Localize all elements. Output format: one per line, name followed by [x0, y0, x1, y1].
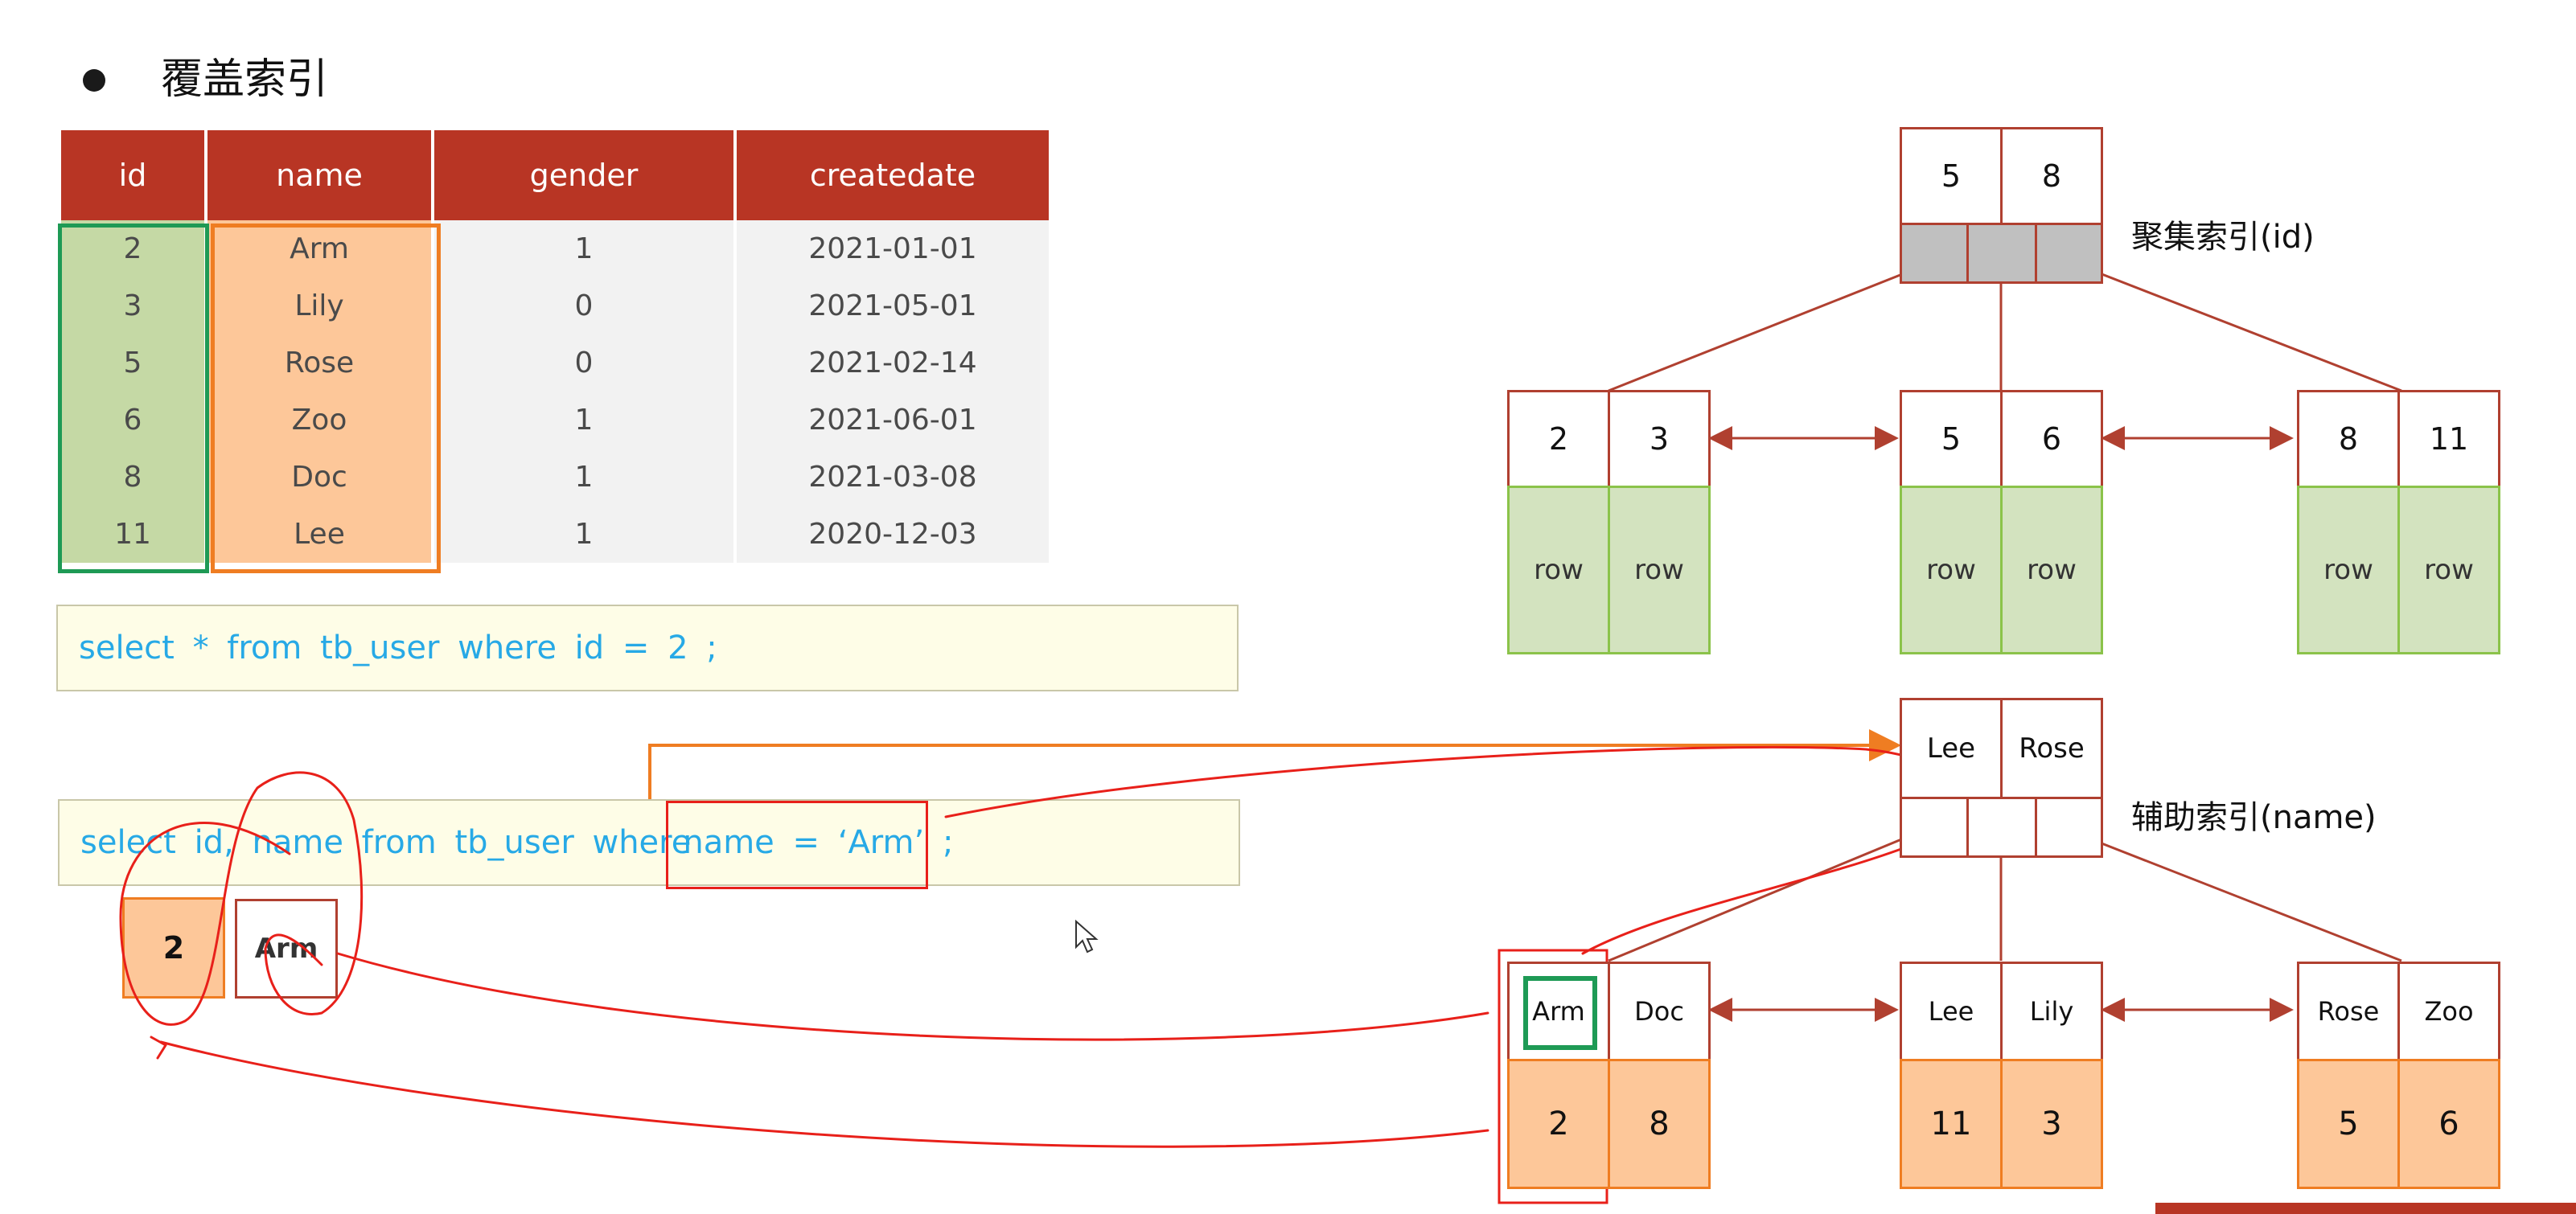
result-name-cell: Arm	[235, 899, 338, 999]
table-cell-name: Arm	[207, 220, 431, 277]
secondary-leaf-id: 3	[2000, 1059, 2103, 1189]
sql-query-1-text: select * from tb_user where id = 2 ;	[79, 630, 717, 666]
secondary-index-label: 辅助索引(name)	[2131, 799, 2377, 836]
table-cell-name: Lee	[207, 506, 431, 563]
sql-query-2-condition: name = ‘Arm’ ;	[683, 824, 954, 861]
clustered-leaf-row: row	[2397, 486, 2500, 654]
clustered-leaf-key: 3	[1608, 390, 1711, 488]
bullet-icon	[83, 69, 105, 92]
table-cell-gender: 0	[434, 277, 733, 334]
secondary-leaf-id: 2	[1507, 1059, 1610, 1189]
table-cell-gender: 0	[434, 334, 733, 392]
secondary-leaf-key: Lily	[2000, 962, 2103, 1061]
clustered-leaf-key: 6	[2000, 390, 2103, 488]
sql-query-1: select * from tb_user where id = 2 ;	[56, 605, 1239, 691]
secondary-leaf-id: 8	[1608, 1059, 1711, 1189]
secondary-leaf-id: 11	[1900, 1059, 2003, 1189]
clustered-root-key: 8	[2000, 127, 2103, 225]
secondary-root-pointer	[1900, 797, 1969, 858]
secondary-leaf-id: 6	[2397, 1059, 2500, 1189]
sql-query-2-select: select id, name from tb_user where	[80, 824, 692, 861]
clustered-leaf-row: row	[1900, 486, 2003, 654]
clustered-leaf-key: 8	[2297, 390, 2400, 488]
clustered-root-pointer	[1966, 223, 2037, 284]
clustered-root-pointer	[1900, 223, 1969, 284]
table-cell-id: 8	[61, 449, 204, 506]
secondary-root-key: Lee	[1900, 698, 2003, 799]
table-cell-createdate: 2020-12-03	[737, 506, 1049, 563]
secondary-root-pointer	[1966, 797, 2037, 858]
secondary-root-pointer	[2035, 797, 2103, 858]
clustered-leaf-key: 2	[1507, 390, 1610, 488]
table-cell-createdate: 2021-01-01	[737, 220, 1049, 277]
secondary-leaf-key: Lee	[1900, 962, 2003, 1061]
secondary-leaf-key: Zoo	[2397, 962, 2500, 1061]
clustered-leaf-key: 11	[2397, 390, 2500, 488]
table-cell-gender: 1	[434, 449, 733, 506]
column-header-name: name	[207, 130, 431, 220]
column-header-gender: gender	[434, 130, 733, 220]
clustered-root-key: 5	[1900, 127, 2003, 225]
table-cell-name: Zoo	[207, 392, 431, 449]
secondary-root-key: Rose	[2000, 698, 2103, 799]
column-header-createdate: createdate	[737, 130, 1049, 220]
table-cell-id: 5	[61, 334, 204, 392]
result-id-cell: 2	[122, 897, 225, 999]
table-cell-name: Rose	[207, 334, 431, 392]
corner-accent	[2155, 1203, 2576, 1214]
secondary-leaf-key: Arm	[1507, 962, 1610, 1061]
table-cell-name: Doc	[207, 449, 431, 506]
page-title: 覆盖索引	[161, 55, 329, 104]
table-cell-id: 6	[61, 392, 204, 449]
sql-query-2: select id, name from tb_user where name …	[58, 799, 1240, 886]
clustered-leaf-row: row	[1608, 486, 1711, 654]
table-cell-createdate: 2021-05-01	[737, 277, 1049, 334]
secondary-leaf-id: 5	[2297, 1059, 2400, 1189]
secondary-leaf-key: Rose	[2297, 962, 2400, 1061]
table-cell-id: 2	[61, 220, 204, 277]
table-cell-id: 3	[61, 277, 204, 334]
table-cell-gender: 1	[434, 220, 733, 277]
table-cell-createdate: 2021-02-14	[737, 334, 1049, 392]
secondary-leaf-key: Doc	[1608, 962, 1711, 1061]
clustered-index-label: 聚集索引(id)	[2131, 219, 2315, 256]
clustered-leaf-row: row	[2000, 486, 2103, 654]
clustered-leaf-key: 5	[1900, 390, 2003, 488]
clustered-root-pointer	[2035, 223, 2103, 284]
mouse-cursor-icon	[1075, 920, 1099, 954]
clustered-leaf-row: row	[1507, 486, 1610, 654]
table-cell-createdate: 2021-03-08	[737, 449, 1049, 506]
table-cell-createdate: 2021-06-01	[737, 392, 1049, 449]
table-cell-gender: 1	[434, 392, 733, 449]
table-cell-name: Lily	[207, 277, 431, 334]
clustered-leaf-row: row	[2297, 486, 2400, 654]
column-header-id: id	[61, 130, 204, 220]
table-cell-id: 11	[61, 506, 204, 563]
table-cell-gender: 1	[434, 506, 733, 563]
